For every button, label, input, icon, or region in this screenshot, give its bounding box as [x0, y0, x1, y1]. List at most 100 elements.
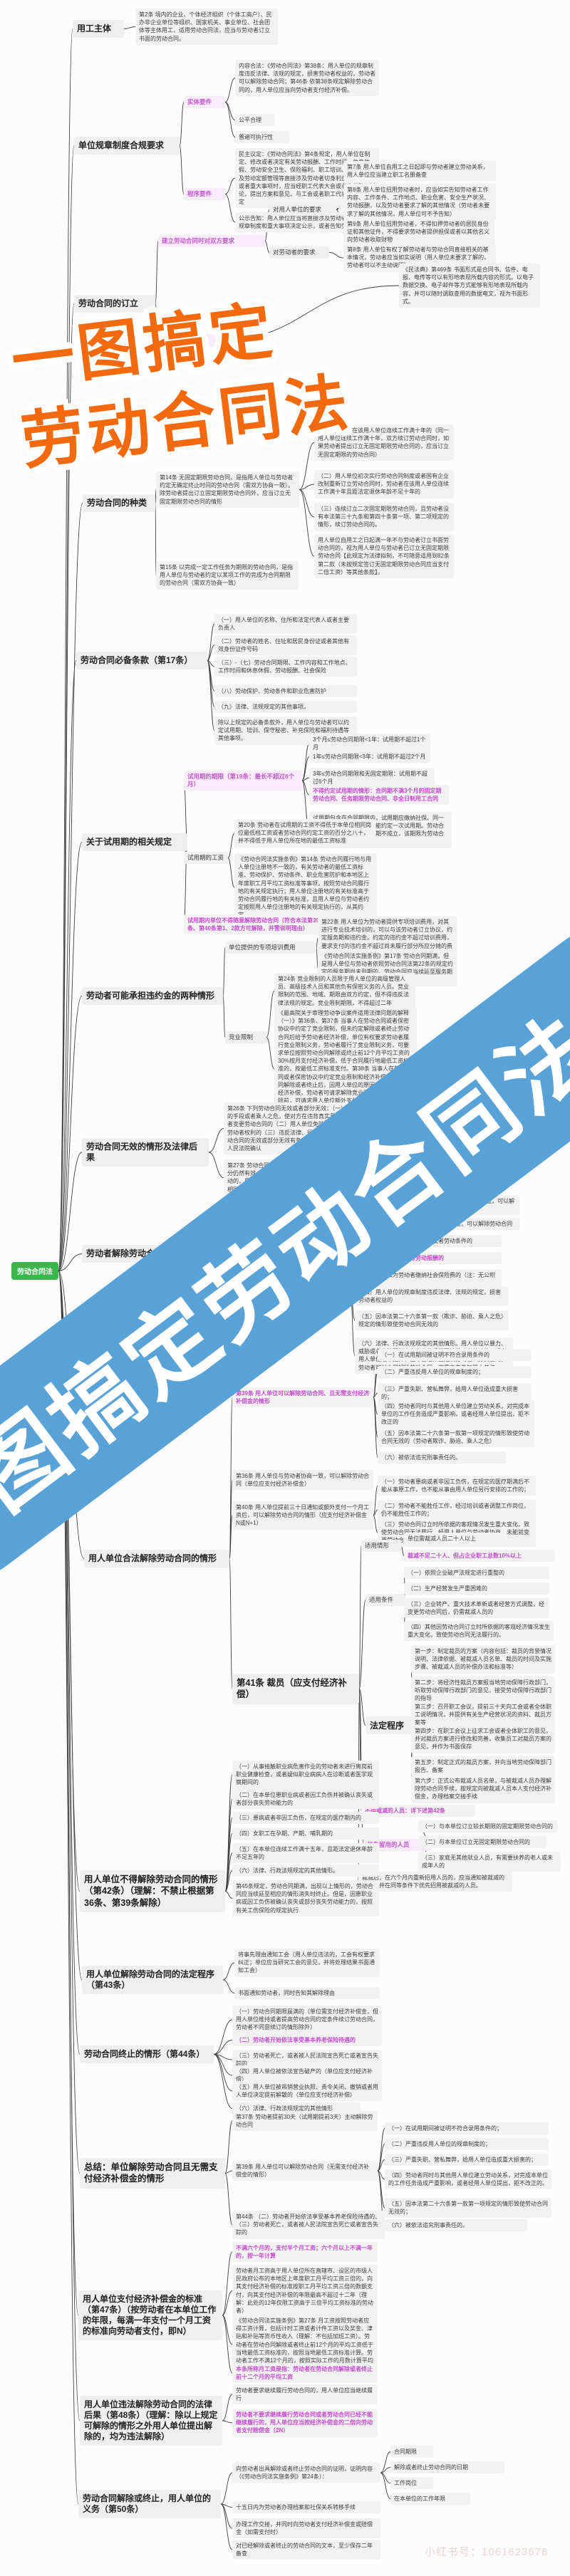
- node-v2: 十五日内为劳动者办理档案和社保关系转移手续: [232, 2501, 380, 2514]
- node-f1: （一）在试用期间被证明不符合录用条件的: [378, 1349, 532, 1362]
- node-f6: （六）被依法追究刑事责任的。: [378, 1451, 506, 1464]
- node-k3: （三）患病或者非因工负伤，在规定的医疗期内的: [232, 1812, 379, 1825]
- node-root: 劳动合同法: [11, 1262, 58, 1280]
- node-g1: （一）劳动者患病或者非因工负伤，在规定的医疗期满后不能从事原工作，也不能从事由用…: [378, 1476, 536, 1496]
- node-q1: 单位需裁减人员二十人以上: [404, 1533, 504, 1545]
- node-p6: 第六步：正式公布裁减人员名单，与被裁减人员办理解除劳动合同手续，按规定向被裁减人…: [411, 1775, 555, 1803]
- node-b1a: 第2条 境内的企业、个体经济组织（个体工商户）、民办非企业单位等组织、国家机关、…: [135, 9, 278, 45]
- node-b5l2: （二）劳动者的姓名、住址和居民身份证或者其他有效身份证件号码: [214, 635, 357, 656]
- node-p1: 第一步：制定裁员的方案（内容包括：裁员的背景情况说明、法律依据、被裁减人员名单、…: [411, 1645, 555, 1674]
- node-o3: （三）家庭无其他就业人员，有需要扶养的老人或未成年人的: [418, 1852, 561, 1872]
- node-c2: （二）生产经营发生严重困难的: [404, 1582, 549, 1595]
- node-b6s2: 试用期的工资: [184, 852, 228, 865]
- node-h6: 裁减后，在六个月内重新招用人员的，应当通知被裁减的人员，并在同等条件下优先招用被…: [358, 1872, 512, 1892]
- node-b4l1c: （三）连续订立二次固定期限劳动合同，且劳动者没有本法第三十九条和第四十条第一项、…: [314, 503, 454, 531]
- node-e2: 劳动者不要求继续履行劳动合同或者劳动合同已经不能继续履行的，用人单位应当按经济补…: [232, 2409, 378, 2437]
- node-f2: （二）严重违反用人单位的规章制度的；: [378, 1366, 532, 1379]
- node-rr5: （五）因本法第二十六条第一款第一项规定的情形致使劳动合同无效的；: [385, 2198, 551, 2218]
- node-b7l3: 第24条 竞业限制的人员限于用人单位的高级管理人员、高级技术人员和其他负有保密义…: [274, 973, 415, 1009]
- node-k6: （六）法律、行政法规规定的其他情形。: [232, 1865, 379, 1877]
- node-b6l6: 第20条 劳动者在试用期的工资不得低于本单位相同岗位最低档工资或者劳动合同约定工…: [234, 819, 375, 848]
- node-rr4: （四）劳动者同时与其他用人单位建立劳动关系，对完成本单位的工作任务造成严重影响，…: [385, 2169, 551, 2190]
- node-k5: （五）在本单位连续工作满十五年，且距法定退休年龄不足五年的: [232, 1843, 379, 1864]
- node-b5l4: （八）劳动保护、劳动条件和职业危害防护: [214, 685, 357, 698]
- node-b14: 总结：单位解除劳动合同且无需支付经济补偿金的情形: [80, 2158, 225, 2189]
- node-b4l1b: （二）用人单位初次实行劳动合同制度或者国有企业改制重新订立劳动合同时，劳动者在该…: [314, 470, 454, 499]
- node-c3: （三）企业转产、重大技术革新或者经营方式调整，经变更劳动合同后，仍需裁减人员的: [404, 1598, 549, 1619]
- node-b6l2: 1年≤劳动合同期限<3年：试用期不超过2个月: [309, 751, 430, 763]
- node-b5l1: （一）用人单位的名称、住所和法定代表人或者主要负责人: [214, 614, 357, 635]
- node-v3: 办理工作交接，并同时向劳动者支付经济补偿金或赔偿金（如需支付时）: [232, 2518, 380, 2539]
- node-b8: 劳动合同无效的情形及法律后果: [82, 1138, 209, 1167]
- node-b3: 劳动合同的订立: [74, 295, 155, 313]
- node-q2: 裁减不足二十人、但占企业职工总数10%以上: [404, 1550, 555, 1563]
- node-g2: （二）劳动者不能胜任工作，经过培训或者调整工作岗位，仍不能胜任工作的；: [378, 1500, 536, 1521]
- node-b4: 劳动合同的种类: [83, 494, 155, 512]
- node-b10d: 第41条 裁员（应支付经济补偿）: [232, 1674, 359, 1704]
- node-b3l3: 第9条 用人单位招用劳动者，不得扣押劳动者的居民身份证和其他证件，不得要求劳动者…: [343, 218, 494, 246]
- node-b6l8: 试用期内单位不得随意解除劳动合同（符合本法第39条、第40条第1、2款方可解除，…: [184, 914, 333, 935]
- node-b3l5: 《民法典》第469条 书面形式是合同书、信件、电报、电传等可以有形地表现所载内容…: [399, 264, 540, 308]
- node-u4: 在本单位的工作年限: [390, 2493, 470, 2505]
- node-t5: （五）用人单位被吊销营业执照、责令关闭、撤销或者用人单位决定提前解散的（单位应支…: [232, 2081, 382, 2102]
- node-b4l1a: （一）劳动者在该用人单位连续工作满十年的（同一用人单位连续工作满十年，双方续订劳…: [314, 424, 454, 461]
- node-e1: 劳动者要求继续履行劳动合同的，用人单位应当继续履行: [232, 2384, 378, 2405]
- node-b6s1: 试用期的期限（第19条：最长不超过6个月）: [184, 771, 302, 791]
- node-rr3: （三）严重失职、营私舞弊，给用人单位造成重大损害的；: [385, 2154, 549, 2166]
- node-b9d4: （四）用人单位的规章制度违反法律、法规的规定，损害劳动者权益的: [355, 1286, 509, 1307]
- node-r000: 第44条 （二）劳动者开始依法享受基本养老保险待遇的、（三）劳动者死亡，或者被人…: [232, 2211, 385, 2239]
- node-b6l1: 3个月≤劳动合同期限<1年：试用期不超过1个月: [309, 734, 430, 754]
- node-v4: 对已经解除或者终止的劳动合同的文本，至少保存二年备查: [232, 2540, 380, 2560]
- node-b6l7: 《劳动合同法实施条例》第14条 劳动合同履行地与用人单位注册地不一致的，有关劳动…: [234, 853, 377, 922]
- node-f3: （三）严重失职、营私舞弊，给用人单位造成重大损害的；: [378, 1383, 532, 1404]
- node-rr6: （六）被依法追究刑事责任的。: [385, 2219, 527, 2232]
- node-b4l1d: 用人单位自用工之日起满一年不与劳动者订立书面劳动合同的，视为用人单位与劳动者已订…: [314, 534, 454, 578]
- xiaohongshu-id-watermark: 小红书号：1061623678: [425, 2546, 549, 2558]
- node-p2: 第二步：将经济性裁员方案报当地劳动保障行政部门，听取劳动保障行政部门的意见，接受…: [411, 1677, 555, 1705]
- node-b2l2: 公平合理: [235, 114, 275, 127]
- node-c1: （一）依照企业破产法规定进行重整的: [404, 1567, 549, 1580]
- node-r0: 第37条 劳动者提前30天（试用期提前3天）主动解除劳动合同: [232, 2111, 378, 2132]
- node-b2l1: 内容合法：《劳动合同法》第38条：用人单位的规章制度违反法律、法规的规定，损害劳…: [235, 60, 379, 96]
- node-u2: 解除或者终止劳动合同的日期: [390, 2461, 504, 2474]
- node-b3s2: 对用人单位的要求: [269, 204, 336, 217]
- node-b2s1: 实体要件: [184, 96, 225, 109]
- node-b5: 劳动合同必备条款（第17条）: [76, 652, 207, 669]
- node-b2l4: 民主议定：《劳动合同法》第4条规定，用人单位在制定、修改或者决定有关劳动报酬、工…: [235, 148, 379, 209]
- node-f4: （四）劳动者同时与其他用人单位建立劳动关系，对完成本单位的工作任务造成严重影响，…: [378, 1400, 534, 1429]
- node-b9d5: （五）因本法第二十六条第一款（欺诈、胁迫、乘人之危）规定的情形致使劳动合同无效的: [355, 1310, 509, 1331]
- node-k1: （一）从事接触职业病危害作业的劳动者未进行离岗前职业健康检查，或者疑似职业病病人…: [232, 1761, 379, 1789]
- node-k4: （四）女职工在孕期、产期、哺乳期的: [232, 1827, 379, 1840]
- node-b3s4: 订立的形式: [158, 335, 215, 348]
- node-p3: 第三步：召开职工会议，提前三十天向工会或者全体职工说明情况，并提供有关生产经营状…: [411, 1701, 555, 1729]
- node-u3: 工作岗位: [390, 2477, 433, 2490]
- node-mm2: 书面通知劳动者，同时告知其解除理由: [234, 1987, 380, 2000]
- node-b13: 劳动合同终止的情形（第44条）: [80, 2045, 214, 2063]
- node-k7: 第45条规定，劳动合同期满，出现以上情形的，劳动合同应当续延至相应的情形消失时终…: [232, 1880, 379, 1917]
- node-k2: （二）在本单位患职业病或者因工负伤并被确认丧失或者部分丧失劳动能力的: [232, 1789, 379, 1810]
- node-b11: 用人单位不得解除劳动合同的情形（第42条）（理解：不禁止根据第36条、第39条解…: [80, 1870, 225, 1912]
- node-b3l2: 第8条 用人单位招用劳动者时，应当如实告知劳动者工作内容、工作条件、工作地点、职…: [343, 184, 496, 220]
- node-b3s3: 对劳动者的要求: [269, 246, 329, 259]
- node-b2l3: 普遍可执行性: [235, 131, 289, 144]
- node-p4: 第四步：在职工会议上征求工会或者全体职工的意见，并对裁员方案进行修改和完善，收集…: [411, 1725, 555, 1753]
- node-v1: 向劳动者出具解除或者终止劳动合同的证明，证明内容（《劳动合同法实施条例》第24条…: [232, 2463, 380, 2483]
- node-b16: 用人单位违法解除劳动合同的法律后果（第48条）（理解：除以上规定可解除的情形之外…: [80, 2396, 222, 2446]
- node-n4: 本条所称月工资是指：劳动者在劳动合同解除或者终止前十二个月的平均工资: [232, 2363, 378, 2384]
- node-n2: 劳动者月工资高于用人单位所在直辖市、设区的市级人民政府公布的本地区上年度职工月平…: [232, 2265, 378, 2317]
- node-h5: 优先留用的人员: [363, 1839, 432, 1852]
- node-b10c: 第40条 用人单位提前三十日通知或额外支付一个月工资后，可以解除劳动合同的情形（…: [232, 1501, 373, 1530]
- node-b15: 用人单位支付经济补偿金的标准（第47条）（按劳动者在本单位工作的年限，每满一年支…: [78, 2290, 222, 2340]
- node-b1: 用工主体: [73, 20, 124, 38]
- node-b10: 用人单位合法解除劳动合同的情形: [84, 1550, 229, 1568]
- node-t1: （一）劳动合同期限届满的（单位需支付经济补偿金，但用人单位维持或者提高劳动合同约…: [232, 2006, 382, 2034]
- node-rr1: （一）在试用期间被证明不符合录用条件的；: [385, 2122, 549, 2135]
- node-b6: 关于试用期的相关规定: [82, 833, 187, 851]
- node-h2: 适用条件: [366, 1594, 405, 1607]
- node-b6l4: 不得约定试用期的情形：合同期不满3个月的固定期劳动合同、任务期限劳动合同、非全日…: [309, 785, 449, 805]
- node-b5l5: （九）法律、法规规定的其他事项。: [214, 701, 357, 714]
- node-p5: 第五步：制定正式的裁员方案，并向当地劳动保障部门报告、备案: [411, 1756, 555, 1777]
- node-b4l1: 第14条 无固定期限劳动合同，是指用人单位与劳动者约定无确定终止时间的劳动合同（…: [156, 471, 299, 508]
- node-b17: 劳动合同解除或终止，用人单位的义务（第50条）: [78, 2490, 221, 2518]
